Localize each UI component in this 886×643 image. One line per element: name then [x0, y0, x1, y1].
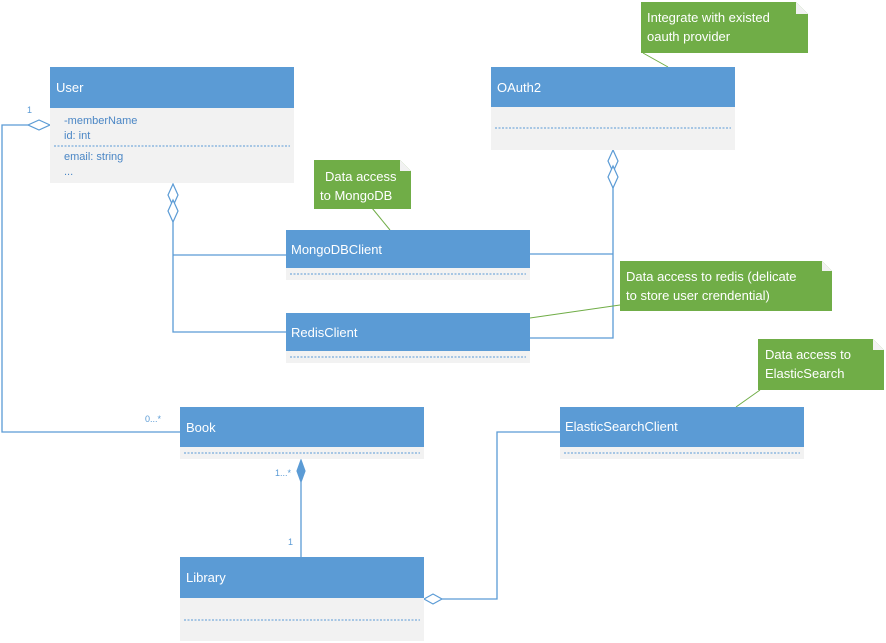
class-oauth2[interactable]: OAuth2 — [491, 67, 735, 150]
note-mongodb-line-2: to MongoDB — [320, 188, 392, 203]
note-oauth-line-1: Integrate with existed — [647, 10, 770, 25]
note-line-redis — [529, 304, 621, 319]
note-mongodb-line-1: Data access — [325, 169, 397, 184]
note-mongodb[interactable]: Data access to MongoDB — [314, 160, 411, 209]
note-elasticsearch[interactable]: Data access to ElasticSearch — [758, 339, 884, 390]
class-user-attr-ellipsis: ... — [64, 166, 73, 178]
class-library-title: Library — [186, 570, 226, 585]
class-mongodb-client[interactable]: MongoDBClient — [286, 230, 530, 280]
edge-user-book — [1, 124, 180, 433]
edge-library-elasticsearch — [442, 431, 560, 600]
class-user-attr-id: id: int — [64, 130, 90, 142]
note-elasticsearch-line-1: Data access to — [765, 347, 851, 362]
class-user-title: User — [56, 80, 84, 95]
note-oauth-line-2: oauth provider — [647, 29, 731, 44]
multiplicity-book-library-top: 1...* — [275, 468, 292, 478]
class-user-attr-email: email: string — [64, 151, 123, 163]
edge-user-clients — [172, 222, 286, 333]
note-line-mongodb — [371, 207, 391, 231]
note-oauth[interactable]: Integrate with existed oauth provider — [641, 2, 808, 53]
aggregation-diamond-oauth-bottom — [607, 164, 619, 190]
aggregation-diamond-user-book — [26, 119, 52, 131]
class-redis-client[interactable]: RedisClient — [286, 313, 530, 363]
note-redis-line-2: to store user crendential) — [626, 288, 770, 303]
multiplicity-book-end: 0...* — [145, 414, 162, 424]
class-book[interactable]: Book — [180, 407, 424, 459]
note-elasticsearch-line-2: ElasticSearch — [765, 366, 844, 381]
multiplicity-user-end: 1 — [27, 105, 32, 115]
note-line-elasticsearch — [735, 389, 761, 408]
class-elasticsearch-client-title: ElasticSearchClient — [565, 419, 678, 434]
class-mongodb-client-title: MongoDBClient — [291, 242, 382, 257]
class-oauth2-title: OAuth2 — [497, 80, 541, 95]
class-user-attr-membername: -memberName — [64, 115, 137, 127]
note-redis-line-1: Data access to redis (delicate — [626, 269, 797, 284]
composition-diamond-book-library — [296, 458, 306, 484]
note-line-oauth — [642, 52, 669, 68]
multiplicity-book-library-bottom: 1 — [288, 537, 293, 547]
class-book-title: Book — [186, 420, 216, 435]
class-user[interactable]: User -memberName id: int email: string .… — [50, 67, 294, 183]
class-library[interactable]: Library — [180, 557, 424, 641]
note-redis[interactable]: Data access to redis (delicate to store … — [620, 261, 832, 311]
class-redis-client-title: RedisClient — [291, 325, 358, 340]
class-elasticsearch-client[interactable]: ElasticSearchClient — [560, 407, 804, 459]
aggregation-diamond-library-elasticsearch — [422, 593, 444, 605]
edge-oauth-clients — [530, 186, 614, 339]
aggregation-diamond-user-bottom — [167, 198, 179, 224]
